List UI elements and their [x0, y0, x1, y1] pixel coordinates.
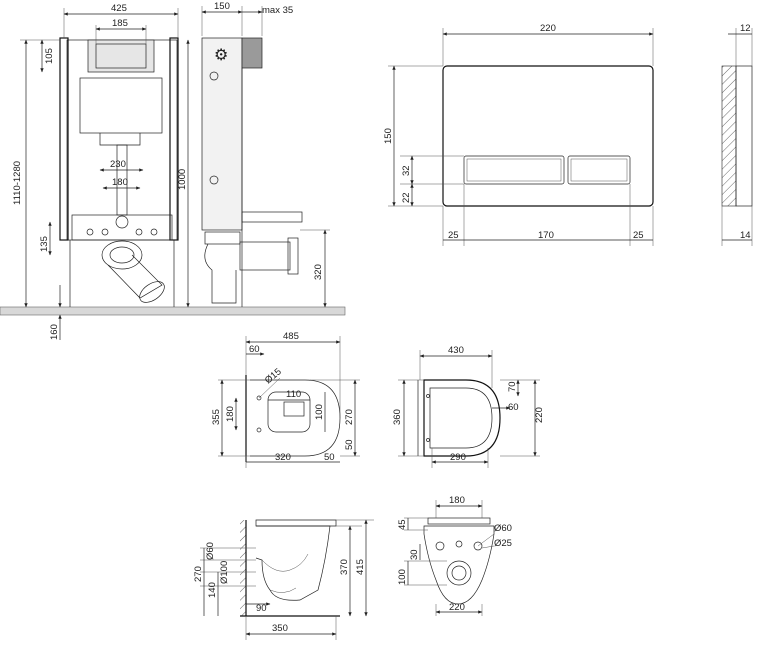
- dim-plan-length: 485: [283, 331, 299, 342]
- dim-side-max: max 35: [262, 5, 293, 16]
- dim-front-width: 425: [111, 3, 127, 14]
- dim-plan-base-50: 50: [324, 452, 335, 463]
- dim-back-h30: 30: [409, 549, 420, 560]
- dim-plate-thickness: 12: [740, 23, 751, 34]
- dim-side-toilet-w350: 350: [272, 623, 288, 634]
- dim-side-toilet-h140: 140: [207, 582, 218, 598]
- dim-back-w180: 180: [449, 495, 465, 506]
- dim-back-h100: 100: [397, 569, 408, 585]
- dim-plate-margin-right: 25: [633, 230, 644, 241]
- toilet-side-dimensions: Ø60 Ø100 270 140 370 415 90 350: [193, 519, 374, 640]
- dim-back-w220: 220: [449, 602, 465, 613]
- toilet-plan-dimensions: 485 60 Ø15 110 355 180 100 270 50 320 50: [211, 331, 360, 468]
- dim-front-outlet-height: 135: [39, 236, 50, 252]
- dim-back-d25: Ø25: [494, 538, 512, 549]
- toilet-side-view: [240, 519, 340, 617]
- dim-plan-width-270: 270: [344, 409, 355, 425]
- dim-seat-depth-360: 360: [392, 409, 403, 425]
- svg-text:⚙: ⚙: [214, 47, 228, 64]
- dim-plate-depth: 14: [740, 230, 751, 241]
- seat-plan-dimensions: 430 70 60 220 360 290: [392, 345, 545, 468]
- dim-front-pipe-gap: 230: [110, 159, 126, 170]
- dim-plan-hole-diameter: Ø15: [263, 366, 284, 386]
- dim-seat-base-290: 290: [450, 452, 466, 463]
- dim-front-install-height: 1110-1280: [12, 161, 23, 205]
- dim-plan-offset-50: 50: [344, 439, 355, 450]
- flush-plate-dimensions: 220 150 32 22 25 170 25 12 14: [383, 23, 753, 246]
- dim-front-floor-depth: 160: [49, 324, 60, 340]
- dim-side-toilet-w90: 90: [256, 603, 267, 614]
- dim-side-toilet-h415: 415: [355, 559, 366, 575]
- dim-back-h45: 45: [397, 519, 408, 530]
- dim-front-top-offset: 105: [44, 48, 55, 64]
- dim-plan-base-320: 320: [275, 452, 291, 463]
- side-view-dimensions: 150 max 35 320: [201, 1, 330, 308]
- dim-back-d60: Ø60: [494, 523, 512, 534]
- frame-side-view: ⚙: [201, 37, 303, 307]
- toilet-back-dimensions: 180 45 Ø60 Ø25 30 100 220: [397, 495, 512, 616]
- dim-front-frame-height: 1000: [177, 169, 188, 190]
- dim-plan-inner-width: 110: [286, 389, 301, 400]
- dim-side-toilet-d60: Ø60: [205, 542, 216, 560]
- dim-side-toilet-h370: 370: [339, 559, 350, 575]
- dim-plate-button-width: 170: [538, 230, 554, 241]
- dim-plate-margin-left: 25: [448, 230, 459, 241]
- toilet-back-view: [423, 517, 495, 605]
- frame-front-view: [0, 37, 346, 316]
- dim-front-inner-gap: 180: [112, 177, 128, 188]
- front-view-dimensions: 425 185 230 180 105 1110-1280 135 1000 1…: [12, 3, 190, 340]
- dim-plan-bowl-100: 100: [314, 404, 325, 420]
- flush-plate: [442, 65, 654, 207]
- dim-plate-width: 220: [540, 23, 556, 34]
- dim-seat-length: 430: [448, 345, 464, 356]
- dim-seat-offset-70: 70: [507, 381, 518, 392]
- dim-seat-width-220: 220: [534, 407, 545, 423]
- dim-side-toilet-h270: 270: [193, 566, 204, 582]
- dim-plate-bottom-offset: 22: [401, 192, 412, 203]
- dim-front-bracket: 185: [112, 18, 128, 29]
- seat-plan: [417, 379, 501, 457]
- dim-side-depth: 150: [214, 1, 230, 12]
- dim-plan-depth-355: 355: [211, 409, 222, 425]
- dim-plate-height: 150: [383, 128, 394, 144]
- dim-side-toilet-d100: Ø100: [219, 561, 230, 584]
- dim-side-outlet-height: 320: [313, 264, 324, 280]
- dim-plate-button-height: 32: [401, 165, 412, 176]
- dim-plan-hole-offset: 60: [249, 344, 260, 355]
- dim-plan-depth-180: 180: [225, 406, 236, 422]
- dim-seat-offset-60: 60: [508, 402, 519, 413]
